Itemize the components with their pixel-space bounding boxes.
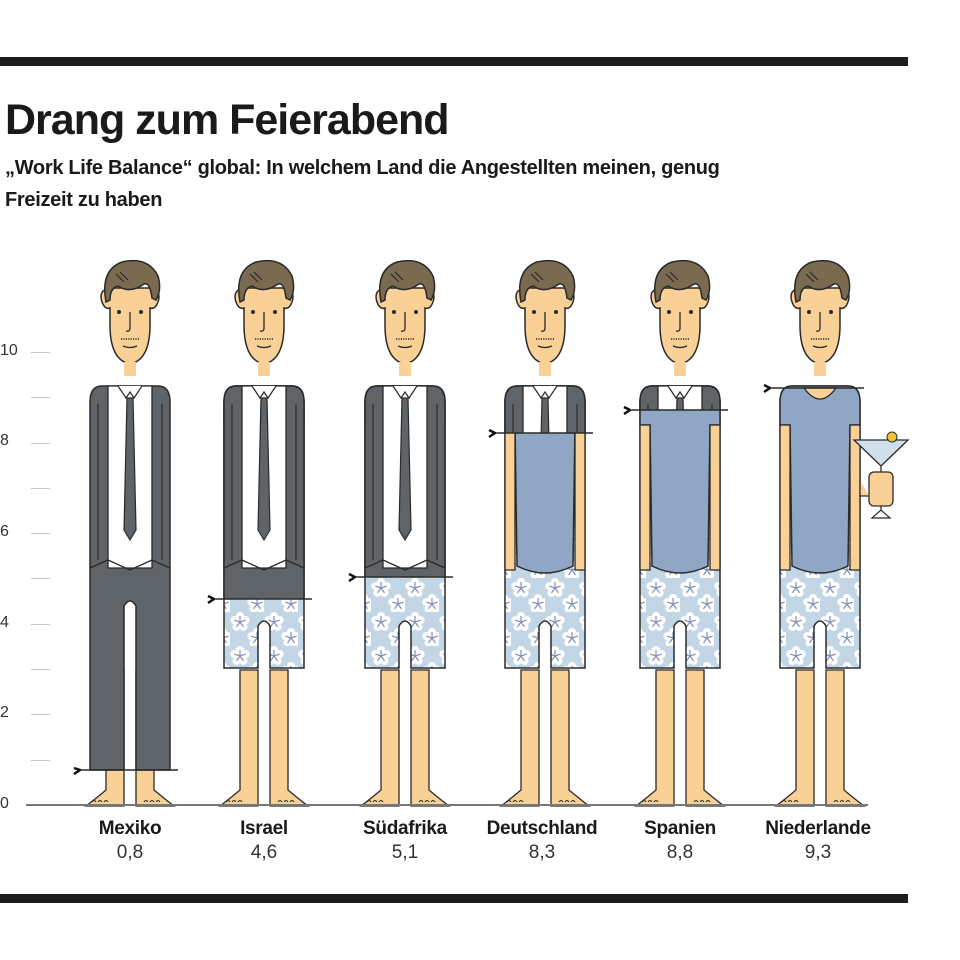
y-tick-label: 0 bbox=[0, 795, 9, 812]
category-label-suedafrika: Südafrika 5,1 bbox=[330, 818, 480, 864]
country-value: 9,3 bbox=[804, 842, 832, 863]
y-tick-mark bbox=[31, 760, 50, 761]
country-value: 8,3 bbox=[528, 842, 556, 863]
country-name: Israel bbox=[240, 818, 288, 839]
chart-title: Drang zum Feierabend bbox=[5, 96, 450, 144]
cocktail-glass-icon bbox=[852, 431, 910, 519]
top-rule bbox=[0, 57, 908, 66]
y-tick-label: 4 bbox=[0, 614, 9, 631]
figure-deutschland bbox=[488, 259, 593, 807]
figure-spanien bbox=[623, 259, 728, 807]
country-name: Niederlande bbox=[765, 818, 871, 839]
country-value: 4,6 bbox=[250, 842, 278, 863]
y-tick-label: 10 bbox=[0, 342, 18, 359]
category-label-israel: Israel 4,6 bbox=[189, 818, 339, 864]
x-axis-baseline bbox=[26, 804, 868, 806]
y-tick-mark bbox=[31, 443, 50, 444]
country-value: 8,8 bbox=[666, 842, 694, 863]
y-tick-mark bbox=[31, 578, 50, 579]
y-tick-label: 6 bbox=[0, 523, 9, 540]
y-tick-label: 2 bbox=[0, 704, 9, 721]
y-tick-mark bbox=[31, 624, 50, 625]
figure-suedafrika bbox=[348, 259, 453, 807]
category-label-spanien: Spanien 8,8 bbox=[605, 818, 755, 864]
figure-niederlande bbox=[763, 259, 910, 807]
y-tick-mark bbox=[31, 714, 50, 715]
category-label-deutschland: Deutschland 8,3 bbox=[467, 818, 617, 864]
y-tick-mark bbox=[31, 533, 50, 534]
country-name: Mexiko bbox=[98, 818, 162, 839]
y-tick-mark bbox=[31, 352, 50, 353]
figure-mexiko bbox=[73, 259, 178, 807]
category-label-niederlande: Niederlande 9,3 bbox=[743, 818, 893, 864]
country-name: Spanien bbox=[644, 818, 716, 839]
category-label-mexiko: Mexiko 0,8 bbox=[55, 818, 205, 864]
figure-israel bbox=[207, 259, 312, 807]
chart-subtitle: „Work Life Balance“ global: In welchem L… bbox=[5, 157, 720, 211]
country-name: Deutschland bbox=[486, 818, 598, 839]
country-value: 0,8 bbox=[116, 842, 144, 863]
country-value: 5,1 bbox=[391, 842, 419, 863]
y-tick-label: 8 bbox=[0, 432, 9, 449]
y-tick-mark bbox=[31, 669, 50, 670]
y-tick-mark bbox=[31, 397, 50, 398]
bottom-rule bbox=[0, 894, 908, 903]
y-tick-mark bbox=[31, 488, 50, 489]
country-name: Südafrika bbox=[363, 818, 447, 839]
